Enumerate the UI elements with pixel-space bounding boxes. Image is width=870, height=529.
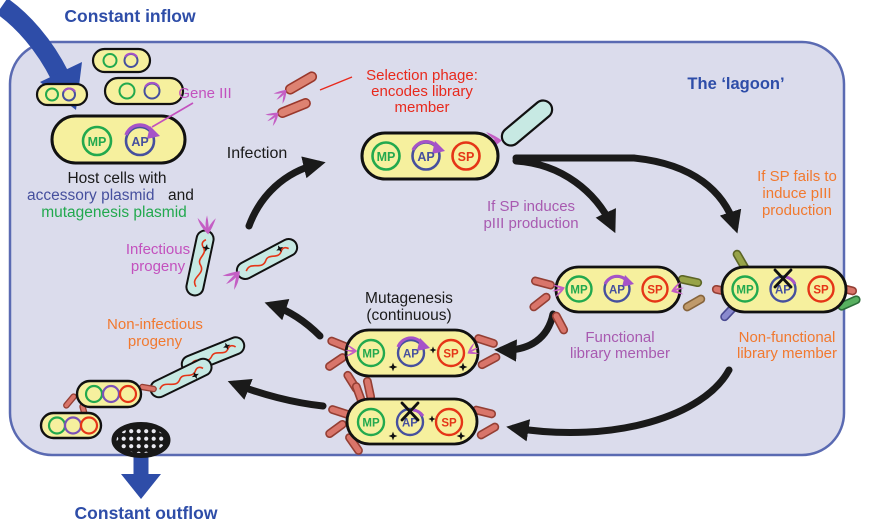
host-cell: MP AP	[50, 114, 187, 165]
host-caption-mutagenesis: mutagenesis plasmid	[41, 204, 187, 221]
fails-label-line1: If SP fails to	[757, 168, 837, 185]
infection-arrow	[245, 156, 326, 230]
infected-ap-label: AP	[417, 150, 434, 164]
functional-mp-label: MP	[570, 285, 588, 297]
fails-label-line3: production	[762, 202, 832, 219]
mutagenesis-to-infectious-arrow	[264, 298, 324, 340]
selection-phage-label-line1: Selection phage:	[366, 67, 478, 84]
induces-arrow	[512, 157, 616, 234]
gene3-pointer-line	[151, 102, 194, 128]
flow-arrows	[227, 154, 742, 442]
functional-to-mutagenesis-arrow	[494, 310, 557, 362]
induces-label-line1: If SP induces	[487, 198, 575, 215]
gene3-label: Gene III	[178, 85, 231, 102]
infection-label: Infection	[227, 145, 287, 162]
infecting-phage	[480, 99, 554, 154]
selection-phage-label-line2: encodes library	[371, 83, 473, 100]
outflow-drain-icon	[111, 422, 171, 458]
infectious-progeny-label-line1: Infectious	[126, 241, 190, 258]
functional-member-cell: MP AP SP	[527, 265, 707, 336]
noninfectious-progeny-label-line2: progeny	[128, 333, 183, 350]
outflow-label: Constant outflow	[75, 503, 218, 523]
mut2-sp-label: SP	[441, 418, 457, 430]
mut1-ap-label: AP	[403, 349, 419, 361]
fails-label-line2: induce pIII	[762, 185, 831, 202]
ap-broken-x-icon	[773, 268, 793, 289]
mut2-mp-label: MP	[362, 418, 380, 430]
mut1-mp-label: MP	[362, 349, 380, 361]
outflow-arrow	[121, 452, 161, 499]
host-caption-line1: Host cells with	[67, 170, 166, 187]
mutagenesis-label-line2: (continuous)	[366, 307, 451, 324]
mutagenesis-cell-functional: MP AP SP	[323, 328, 502, 402]
infected-sp-label: SP	[458, 150, 475, 164]
infected-mp-label: MP	[377, 150, 396, 164]
noninfectious-progeny-label-line1: Non-infectious	[107, 316, 203, 333]
inflow-label: Constant inflow	[64, 6, 196, 26]
nonfunctional-sp-label: SP	[813, 285, 829, 297]
host-ap-label: AP	[131, 135, 148, 149]
nonfunctional-member-label-line1: Non-functional	[739, 329, 836, 346]
selection-phage-label-line3: member	[394, 99, 449, 116]
nonfunctional-mp-label: MP	[736, 285, 754, 297]
mutagenesis-cell-nonfunctional: MP AP SP	[323, 381, 501, 457]
functional-sp-label: SP	[647, 285, 663, 297]
host-caption-accessory: accessory plasmid	[27, 187, 155, 204]
infectious-progeny-label-line2: progeny	[131, 258, 186, 275]
mut2-ap-label: AP	[402, 418, 418, 430]
mutagenesis-label-line1: Mutagenesis	[365, 290, 453, 307]
washed-out-cells	[39, 379, 158, 440]
gene3-arc-arrowhead	[147, 126, 160, 139]
lagoon-title: The ‘lagoon’	[687, 75, 784, 93]
functional-ap-label: AP	[609, 285, 625, 297]
incoming-host-cells	[35, 47, 185, 107]
ap-broken-x-icon	[400, 401, 420, 422]
mutagenesis-to-noninfectious-arrow	[227, 379, 327, 410]
selection-phage-particles	[263, 71, 318, 127]
functional-member-label-line2: library member	[570, 345, 670, 362]
nonfunctional-ap-label: AP	[775, 285, 791, 297]
infected-cell: MP AP SP	[360, 131, 500, 181]
host-caption-and: and	[168, 187, 194, 204]
functional-member-label-line1: Functional	[585, 329, 654, 346]
selection-phage-pointer-line	[319, 76, 353, 91]
host-mp-label: MP	[88, 135, 107, 149]
induces-label-line2: pIII production	[483, 215, 578, 232]
nonfunctional-to-mutagenesis-arrow	[506, 366, 733, 442]
nonfunctional-member-cell: MP AP SP	[711, 248, 862, 323]
mut1-sp-label: SP	[443, 349, 459, 361]
fails-arrow	[512, 154, 742, 234]
nonfunctional-member-label-line2: library member	[737, 345, 837, 362]
